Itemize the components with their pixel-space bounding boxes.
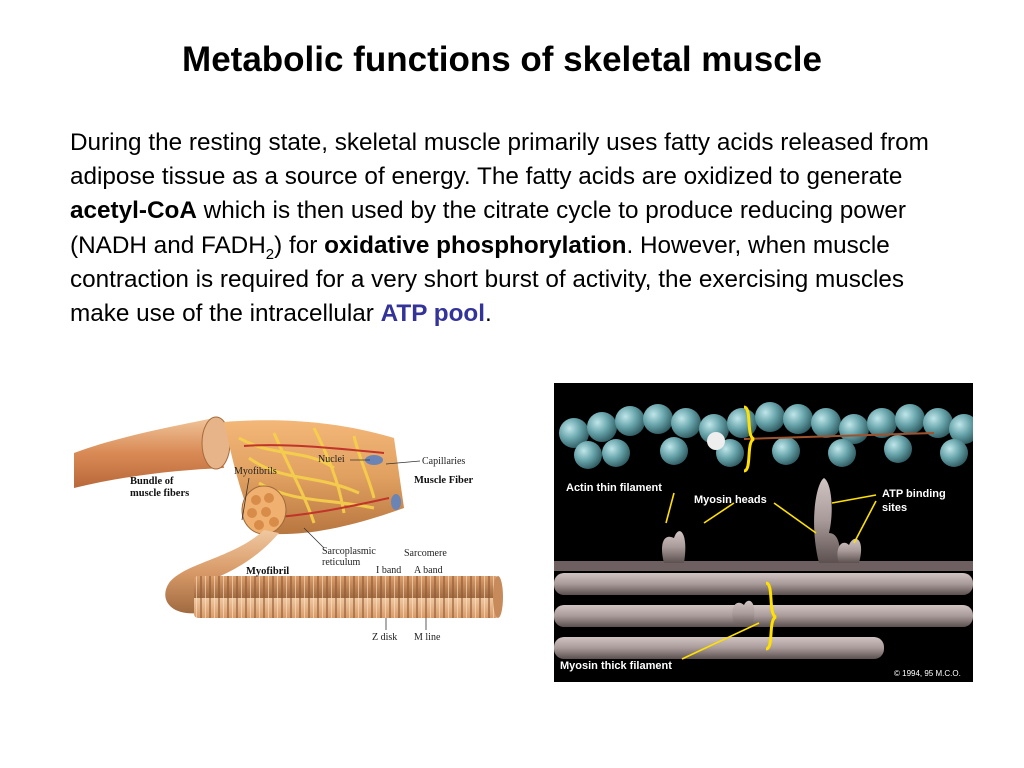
subscript-2: 2: [265, 245, 275, 263]
myosin-rod: [554, 605, 973, 627]
nucleus-shape: [391, 494, 401, 510]
label-myosin-thick-filament: Myosin thick filament: [560, 660, 672, 672]
myofibril-end: [493, 576, 503, 618]
label-myosin-heads: Myosin heads: [694, 494, 767, 506]
label-capillaries: Capillaries: [422, 456, 465, 467]
text-part: ) for: [274, 231, 325, 259]
label-actin-thin-filament: Actin thin filament: [566, 482, 662, 494]
acetyl-coa-term: acetyl-CoA: [70, 197, 197, 225]
myosin-head: [814, 478, 840, 563]
myofibril-curve: [165, 530, 279, 614]
label-atp-sites: sites: [882, 502, 907, 514]
text-part: During the resting state, skeletal muscl…: [70, 129, 929, 191]
nucleus-shape: [365, 455, 383, 465]
myosin-head: [732, 600, 755, 627]
myosin-head: [662, 531, 686, 563]
label-muscle-fiber: Muscle Fiber: [414, 475, 474, 486]
text-part: which is then used by the citrate cycle …: [70, 197, 906, 259]
body-paragraph: During the resting state, skeletal muscl…: [70, 126, 970, 331]
tendon-bundle-shape: [74, 418, 224, 488]
label-a-band: A band: [414, 565, 443, 576]
label-nuclei: Nuclei: [318, 454, 345, 465]
slide-title: Metabolic functions of skeletal muscle: [182, 40, 822, 79]
actin-filament: [559, 402, 973, 469]
actin-myosin-illustration: Actin thin filament Myosin heads ATP bin…: [554, 383, 973, 682]
label-sarcomere: Sarcomere: [404, 548, 447, 559]
myosin-rod: [554, 573, 973, 595]
label-i-band: I band: [376, 565, 401, 576]
label-myofibrils: Myofibrils: [234, 466, 277, 477]
oxidative-phosphorylation-term: oxidative phosphorylation: [324, 231, 627, 259]
label-z-disk: Z disk: [372, 632, 397, 643]
text-part: .: [485, 300, 492, 328]
bracket-myosin: [765, 581, 777, 651]
label-sarcoplasmic-2: reticulum: [322, 557, 361, 568]
label-atp-binding: ATP binding: [882, 488, 946, 500]
myosin-rod: [554, 637, 884, 659]
capillary-mesh: [238, 427, 376, 524]
copyright-notice: © 1994, 95 M.C.O.: [894, 669, 961, 678]
atp-pool-term: ATP pool: [380, 300, 486, 328]
label-m-line: M line: [414, 632, 441, 643]
label-bundle-2: muscle fibers: [130, 488, 189, 499]
myosin-head: [837, 538, 862, 563]
myosin-rod: [554, 561, 973, 571]
label-sarcoplasmic-1: Sarcoplasmic: [322, 546, 376, 557]
muscle-anatomy-illustration: Bundle of muscle fibers Myofibrils Nucle…: [74, 416, 503, 643]
text-part: . However, when muscle contraction is re…: [70, 231, 905, 328]
myofibril-striated: [194, 576, 499, 618]
label-myofibril: Myofibril: [246, 566, 289, 577]
bracket-actin: [743, 405, 755, 473]
label-bundle-1: Bundle of: [130, 476, 174, 487]
